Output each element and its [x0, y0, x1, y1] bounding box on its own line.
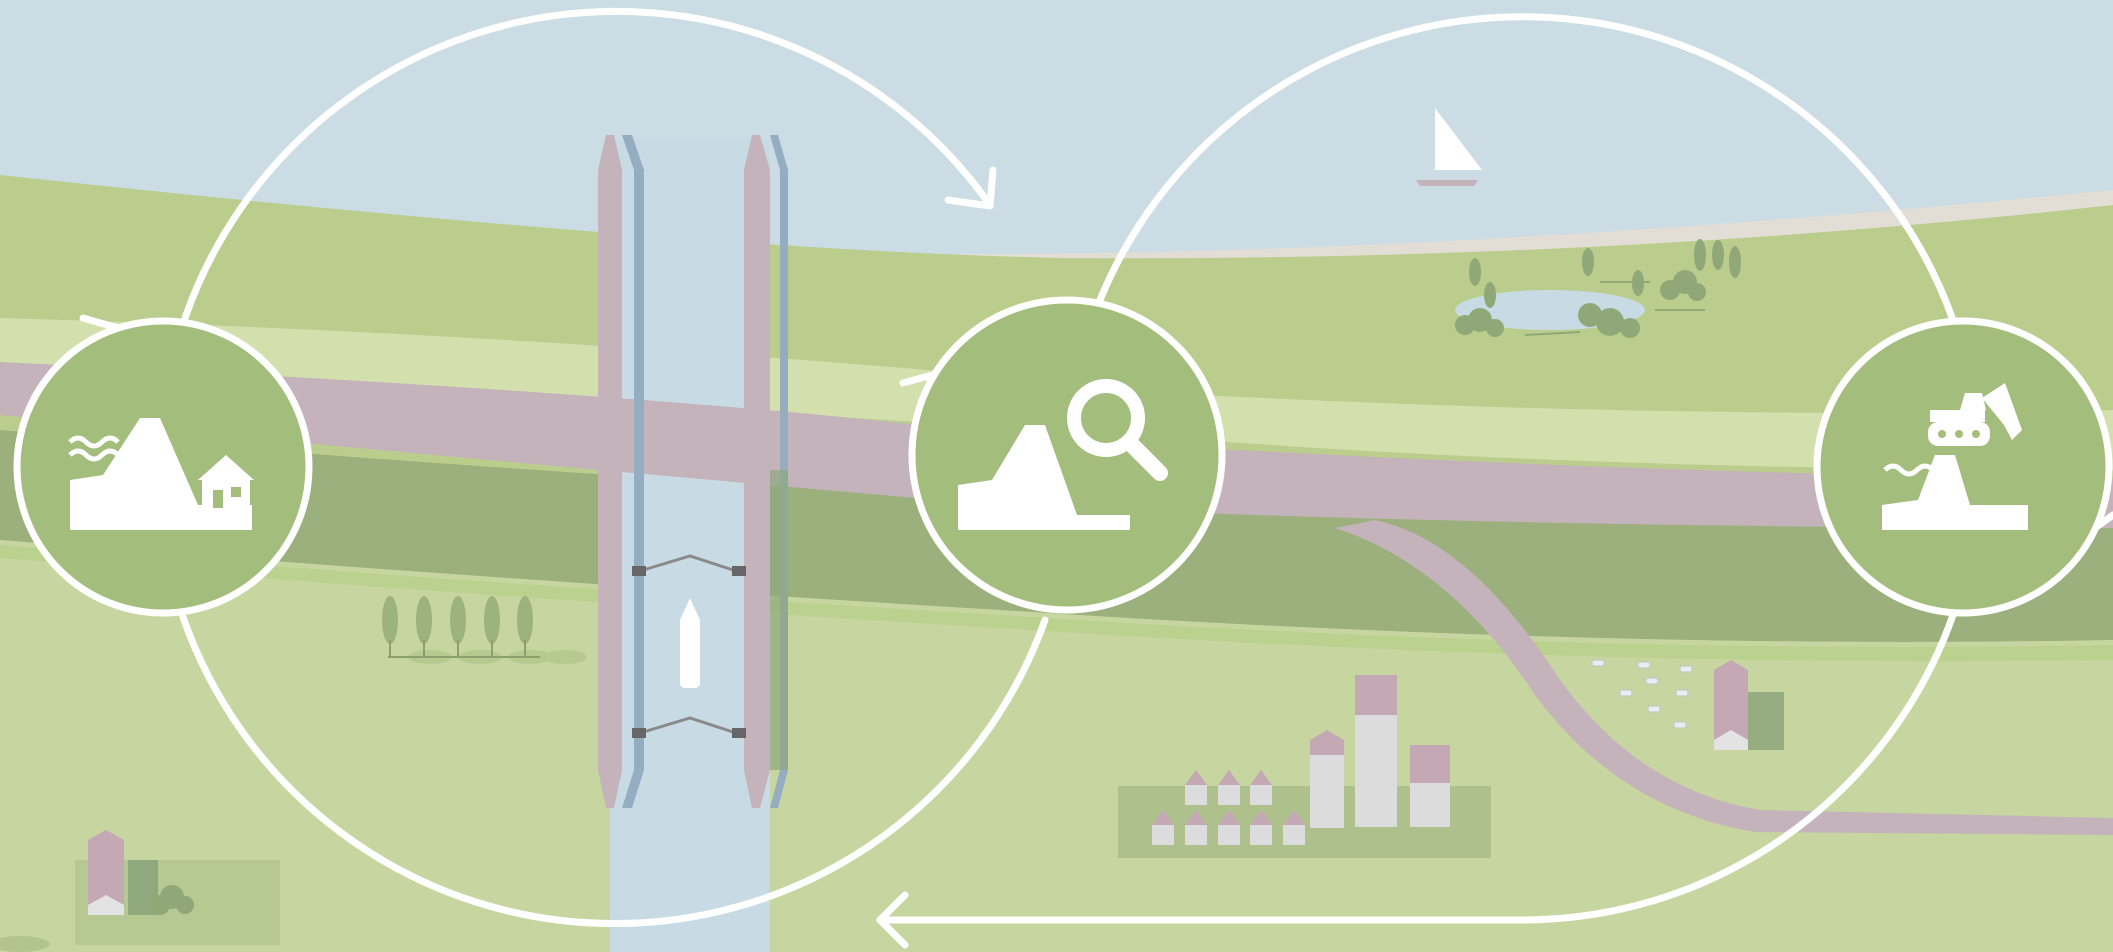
- left-river-dike: [598, 135, 644, 808]
- lock-post: [632, 566, 646, 576]
- lock-post: [632, 728, 646, 738]
- dike-house-node: [17, 321, 309, 613]
- lock-post: [732, 566, 746, 576]
- right-river-dike: [744, 135, 788, 808]
- lock-post: [732, 728, 746, 738]
- dike-inspection-node: [912, 300, 1222, 610]
- dike-reinforcement-node: [1817, 321, 2109, 613]
